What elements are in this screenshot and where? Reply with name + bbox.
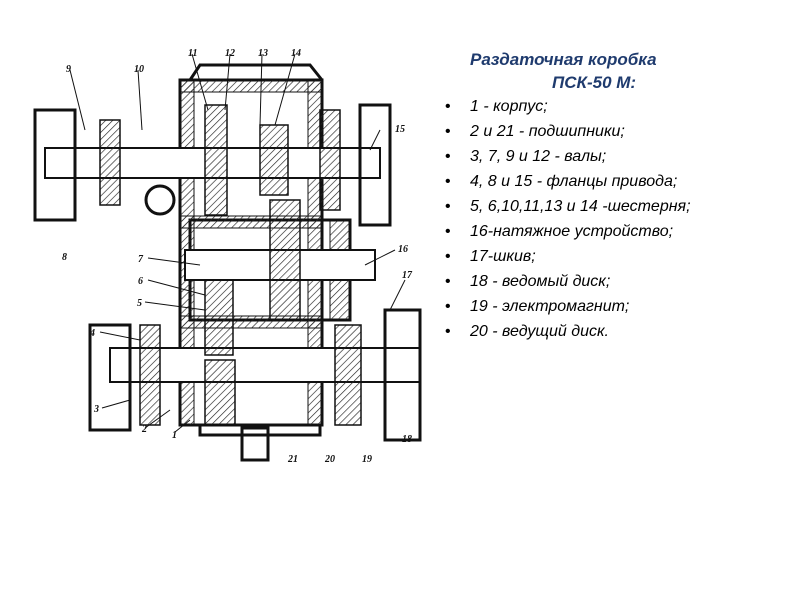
bullet-icon: • xyxy=(445,323,451,340)
callout-2: 2 xyxy=(141,424,147,435)
callout-21: 21 xyxy=(287,454,298,465)
callout-18: 18 xyxy=(402,434,412,445)
callout-7: 7 xyxy=(138,254,144,265)
callout-6: 6 xyxy=(138,276,143,287)
callouts: 1 2 3 4 5 6 7 8 9 10 11 12 13 14 15 16 1… xyxy=(62,48,413,465)
bullet-icon: • xyxy=(445,198,451,215)
gears xyxy=(99,104,362,426)
callout-12: 12 xyxy=(225,48,235,59)
callout-3: 3 xyxy=(93,404,99,415)
callout-9: 9 xyxy=(66,64,71,75)
title-line-1: Раздаточная коробка xyxy=(470,50,657,69)
title-line-2: ПСК-50 М: xyxy=(552,73,637,92)
callout-8: 8 xyxy=(62,252,67,263)
callout-20: 20 xyxy=(324,454,335,465)
bullet-icon: • xyxy=(445,273,451,290)
callout-16: 16 xyxy=(398,244,408,255)
callout-15: 15 xyxy=(395,124,405,135)
callout-11: 11 xyxy=(188,48,197,59)
callout-4: 4 xyxy=(89,328,95,339)
callout-10: 10 xyxy=(134,64,144,75)
legend-item: •17-шкив; xyxy=(445,248,536,265)
legend-item: •18 - ведомый диск; xyxy=(445,273,611,290)
callout-17: 17 xyxy=(402,270,413,281)
callout-19: 19 xyxy=(362,454,372,465)
bullet-icon: • xyxy=(445,173,451,190)
legend-item: •1 - корпус; xyxy=(445,98,548,115)
legend-list: •1 - корпус; •2 и 21 - подшипники; • 3, … xyxy=(445,98,785,348)
bullet-icon: • xyxy=(445,98,451,115)
gearbox-drawing: 1 2 3 4 5 6 7 8 9 10 11 12 13 14 15 16 1… xyxy=(30,40,440,470)
slide-title: Раздаточная коробка ПСК-50 М: xyxy=(470,48,730,94)
legend-item: •4, 8 и 15 - фланцы привода; xyxy=(445,173,678,190)
bullet-icon: • xyxy=(445,298,451,315)
bullet-icon: • xyxy=(445,248,451,265)
callout-5: 5 xyxy=(137,298,142,309)
bullet-icon: • xyxy=(445,123,451,140)
legend-item: • 3, 7, 9 и 12 - валы; xyxy=(445,148,607,165)
legend-item: •16-натяжное устройство; xyxy=(445,223,674,240)
callout-14: 14 xyxy=(291,48,301,59)
bullet-icon: • xyxy=(445,223,451,240)
callout-13: 13 xyxy=(258,48,268,59)
gearbox-svg: 1 2 3 4 5 6 7 8 9 10 11 12 13 14 15 16 1… xyxy=(33,48,422,465)
callout-lines xyxy=(69,53,406,433)
legend-item: •19 - электромагнит; xyxy=(445,298,630,315)
bullet-icon: • xyxy=(445,148,451,165)
flanges xyxy=(33,103,422,442)
legend-item: •2 и 21 - подшипники; xyxy=(445,123,625,140)
callout-1: 1 xyxy=(172,430,177,441)
legend-item: • 5, 6,10,11,13 и 14 -шестерня; xyxy=(445,198,691,215)
legend-item: •20 - ведущий диск. xyxy=(445,323,609,340)
